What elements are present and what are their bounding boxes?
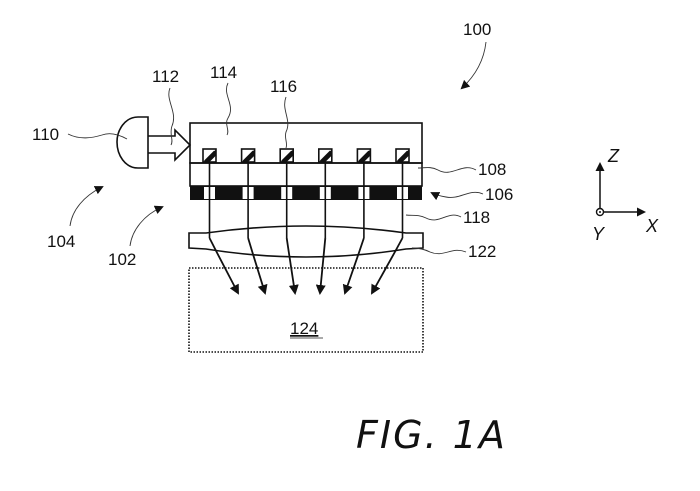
ref-arrow-100 [460,41,487,90]
emitter [240,148,256,163]
ref-label-122: 122 [468,242,496,261]
emitter [395,148,410,163]
source-beam-arrow-112 [148,128,192,162]
leader-112 [168,87,174,146]
axis-label-x: X [645,216,659,236]
output-ray [285,237,299,295]
ref-label-102: 102 [108,250,136,269]
target-124 [188,267,424,353]
ref-label-104: 104 [47,232,75,251]
leader-118 [405,214,462,221]
leader-108 [417,167,477,173]
ref-arrow-104 [69,186,104,227]
leader-116 [284,96,289,149]
ref-label-106: 106 [485,185,513,204]
ref-label-124: 124 [290,319,318,338]
emitter [317,148,333,163]
ref-label-110: 110 [32,125,59,144]
ref-label-108: 108 [478,160,506,179]
emitter-row-116 [202,148,410,163]
ref-label-100: 100 [463,20,491,39]
mask-bar [190,186,422,200]
lens-122 [188,225,424,258]
axis-triad: Z X Y [592,146,659,244]
light-source-110 [116,116,149,169]
leader-122 [411,247,467,255]
output-ray [342,237,365,295]
ref-label-116: 116 [270,77,297,96]
output-ray [247,237,268,295]
y-axis-dot [599,211,601,213]
leader-106 [430,191,484,201]
layer-108 [189,162,423,187]
leader-110 [67,133,128,140]
mask-layer-106 [190,186,422,200]
output-ray [315,237,327,295]
emitter [356,148,372,163]
ref-arrow-102 [129,205,164,247]
leader-114 [226,82,231,136]
ref-label-112: 112 [152,67,179,86]
output-ray [371,237,404,295]
output-ray [208,237,239,295]
channel-lines-118 [208,162,404,238]
emitter [202,148,217,163]
waveguide-114 [189,122,423,164]
output-rays [208,237,404,295]
axis-label-z: Z [607,146,620,166]
axis-label-y: Y [592,224,606,244]
emitter [279,148,295,163]
ref-label-114: 114 [210,63,237,82]
figure-title: FIG. 1A [356,413,507,457]
ref-label-118: 118 [463,208,490,227]
